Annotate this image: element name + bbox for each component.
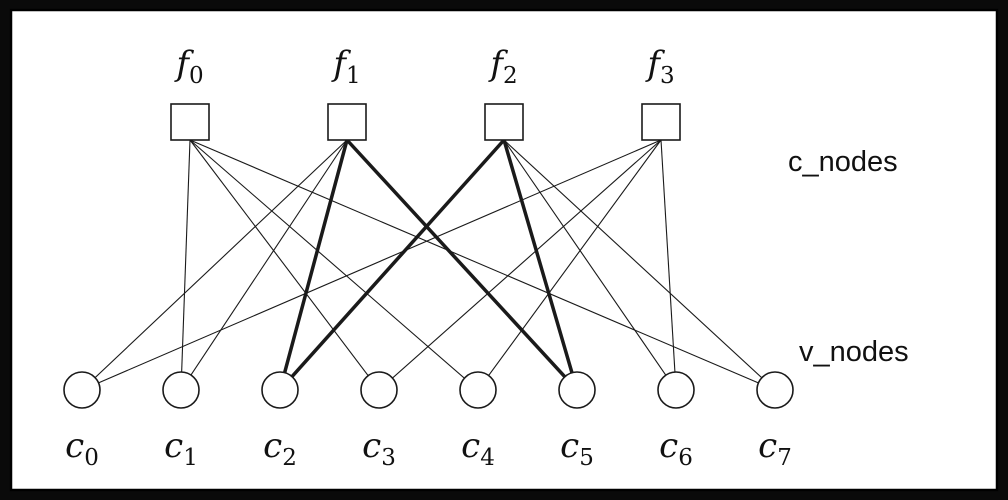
edge-f2-c6: [503, 139, 677, 391]
node-label-c3: c3: [362, 426, 396, 471]
check-nodes-group: [170, 103, 681, 141]
edge-f0-c4: [189, 139, 479, 391]
edges-group: [81, 138, 776, 392]
node-label-c6: c6: [659, 426, 693, 471]
edge-f3-c6: [660, 139, 677, 391]
edge-f3-c3: [378, 139, 662, 391]
check-layer-label: c_nodes: [788, 146, 898, 178]
variable-nodes-group: [63, 371, 794, 409]
check-node-f1: [327, 103, 367, 141]
node-label-c7: c7: [758, 426, 792, 471]
figure-background: [9, 8, 999, 492]
edge-f0-c1: [180, 139, 191, 391]
edge-f2-c5: [502, 139, 579, 391]
edge-f2-c7: [503, 139, 776, 391]
edge-f1-c2: [278, 139, 349, 391]
edge-f2-c2: [278, 138, 506, 392]
variable-layer-label: v_nodes: [799, 336, 909, 368]
variable-node-c7: [756, 371, 794, 409]
variable-node-c4: [459, 371, 497, 409]
variable-node-c6: [657, 371, 695, 409]
check-node-f2: [484, 103, 524, 141]
node-label-c5: c5: [560, 426, 594, 471]
node-label-c0: c0: [65, 426, 99, 471]
edge-f1-c1: [180, 139, 348, 391]
variable-node-c0: [63, 371, 101, 409]
node-label-c2: c2: [263, 426, 297, 471]
variable-node-c1: [162, 371, 200, 409]
node-label-c1: c1: [164, 426, 198, 471]
edge-f0-c7: [189, 139, 776, 391]
variable-node-c5: [558, 371, 596, 409]
edge-f1-c0: [81, 139, 348, 391]
node-label-c4: c4: [461, 426, 495, 471]
edge-f1-c5: [345, 138, 579, 392]
check-node-f3: [641, 103, 681, 141]
variable-node-c2: [261, 371, 299, 409]
variable-node-c3: [360, 371, 398, 409]
edge-f3-c0: [81, 139, 662, 391]
edge-f0-c3: [189, 139, 380, 391]
edge-f3-c4: [477, 139, 662, 391]
check-node-f0: [170, 103, 210, 141]
